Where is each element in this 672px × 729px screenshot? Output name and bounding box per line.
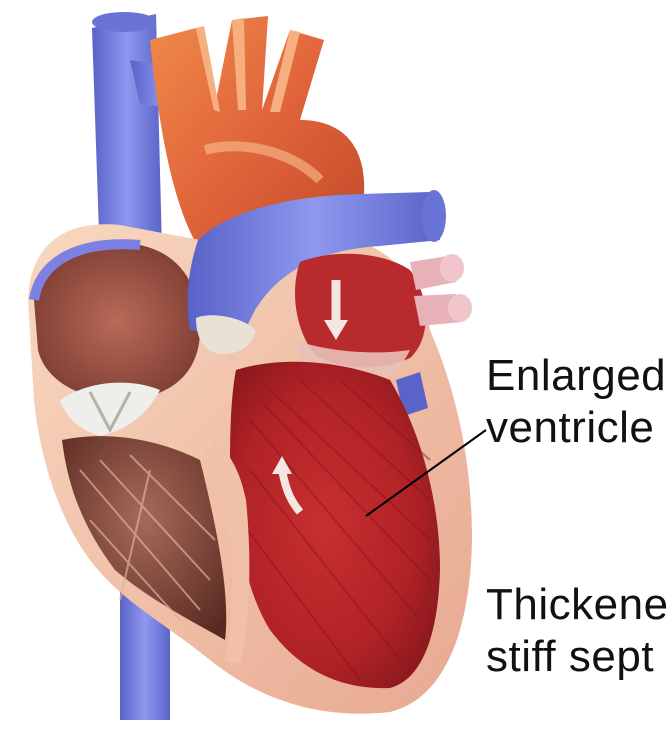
enlarged-ventricle-label-line-2: ventricle	[486, 403, 654, 453]
right-atrium	[34, 242, 200, 400]
thickened-septum-label-line-2: stiff sept	[486, 632, 654, 682]
thickened-septum-label-line-1: Thickene	[486, 580, 669, 630]
enlarged-ventricle-label-line-1: Enlarged	[486, 351, 666, 401]
